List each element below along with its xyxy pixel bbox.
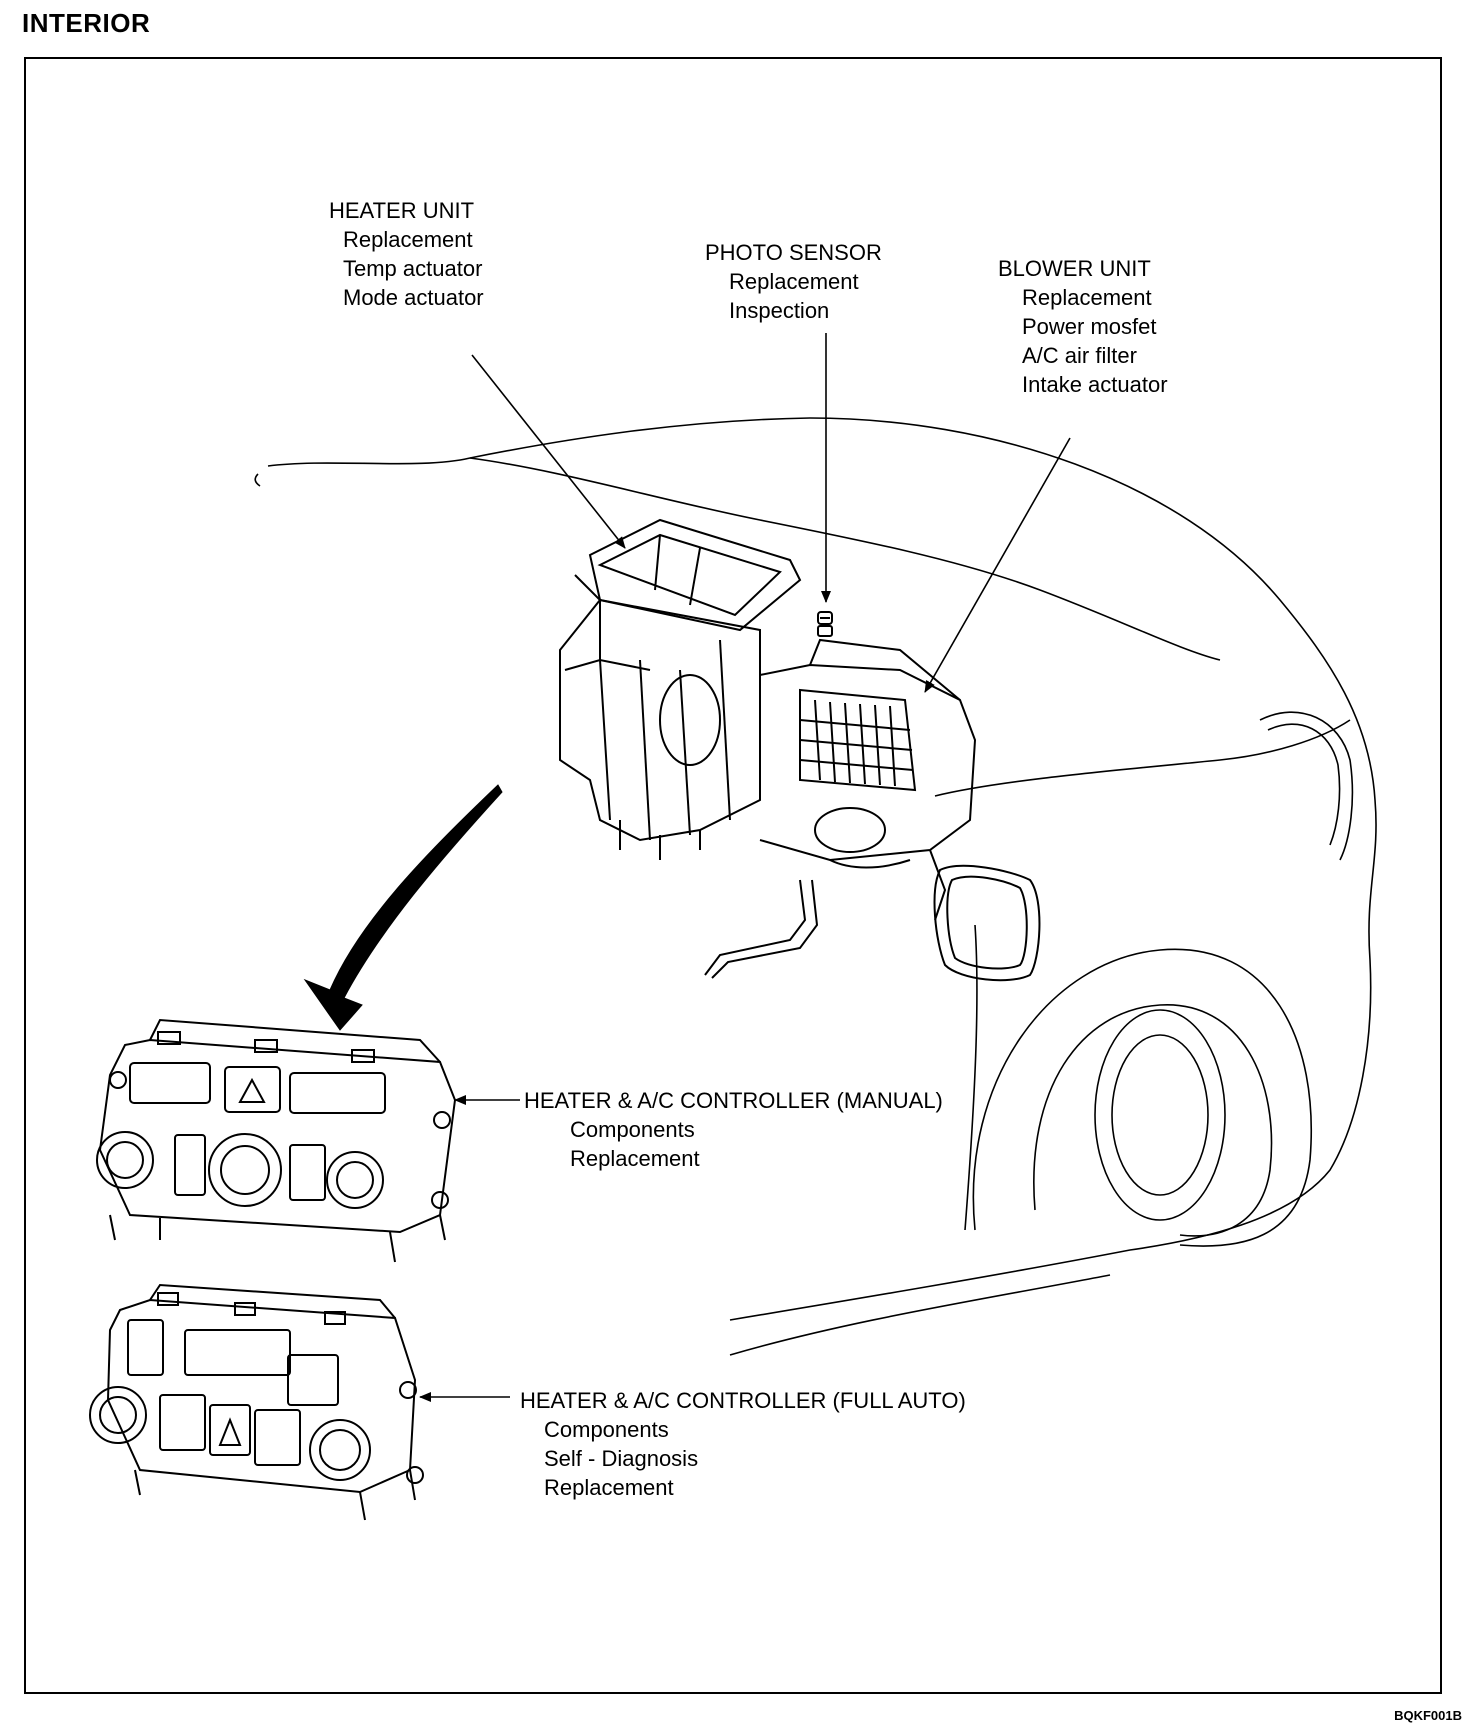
photo-sensor-title: PHOTO SENSOR bbox=[705, 240, 882, 265]
heater-unit-title: HEATER UNIT bbox=[329, 198, 475, 223]
controller-auto-label: HEATER & A/C CONTROLLER (FULL AUTO) Comp… bbox=[520, 1386, 966, 1502]
photo-sensor-label: PHOTO SENSOR Replacement Inspection bbox=[705, 238, 882, 325]
full-auto-controller-part bbox=[89, 1283, 424, 1521]
blower-unit-arrow bbox=[924, 437, 1071, 693]
leader-arrows bbox=[419, 333, 1071, 1402]
figure-code: BQKF001B bbox=[1394, 1708, 1462, 1723]
controller-auto-item: Self - Diagnosis bbox=[544, 1446, 699, 1471]
manual-controller-part bbox=[96, 1018, 457, 1263]
controller-manual-title: HEATER & A/C CONTROLLER (MANUAL) bbox=[524, 1088, 943, 1113]
controller-auto-title: HEATER & A/C CONTROLLER (FULL AUTO) bbox=[520, 1388, 966, 1413]
photo-sensor-item: Replacement bbox=[729, 269, 859, 294]
controller-auto-item: Components bbox=[544, 1417, 669, 1442]
controller-auto-item: Replacement bbox=[544, 1475, 674, 1500]
blower-unit-item: Replacement bbox=[1022, 285, 1152, 310]
blower-unit-item: A/C air filter bbox=[1022, 343, 1137, 368]
blower-unit-label: BLOWER UNIT Replacement Power mosfet A/C… bbox=[998, 254, 1168, 399]
controller-manual-item: Components bbox=[570, 1117, 695, 1142]
heater-blower-assembly bbox=[559, 518, 1041, 982]
curved-pointer-arrow bbox=[303, 784, 503, 1031]
photo-sensor-item: Inspection bbox=[729, 298, 830, 323]
heater-unit-item: Mode actuator bbox=[343, 285, 484, 310]
heater-unit-label: HEATER UNIT Replacement Temp actuator Mo… bbox=[329, 196, 484, 312]
controller-manual-label: HEATER & A/C CONTROLLER (MANUAL) Compone… bbox=[524, 1086, 943, 1173]
vehicle-outline bbox=[254, 417, 1377, 1356]
controller-manual-item: Replacement bbox=[570, 1146, 700, 1171]
heater-unit-item: Replacement bbox=[343, 227, 473, 252]
diagram-frame bbox=[24, 57, 1442, 1694]
blower-unit-title: BLOWER UNIT bbox=[998, 256, 1151, 281]
blower-unit-item: Power mosfet bbox=[1022, 314, 1157, 339]
heater-unit-item: Temp actuator bbox=[343, 256, 483, 281]
page-title: INTERIOR bbox=[22, 8, 151, 38]
heater-unit-arrow bbox=[471, 354, 626, 549]
photo-sensor-part bbox=[817, 611, 833, 637]
blower-unit-item: Intake actuator bbox=[1022, 372, 1168, 397]
